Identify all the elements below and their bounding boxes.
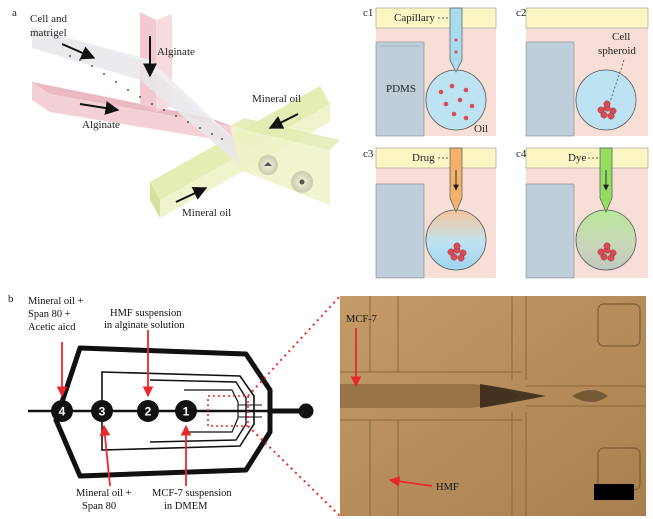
- label-mineral-oil-right: Mineral oil: [252, 93, 301, 105]
- label-mcf-susp-2: in DMEM: [164, 501, 208, 512]
- panel-c4: c4 Dye: [516, 147, 649, 279]
- panel-c: c1 Capillary PDMS Oil c2 Cell spheroid: [363, 7, 649, 279]
- label-mcf7: MCF-7: [346, 314, 377, 325]
- panel-c3-letter: c3: [363, 148, 374, 160]
- label-mineral-acetic-3: Acetic aicd: [28, 322, 76, 333]
- zoom-line-bottom: [247, 425, 341, 517]
- label-dye: Dye: [568, 152, 586, 164]
- cell-dots: [69, 55, 223, 140]
- spheroid-leader: [609, 59, 625, 103]
- svg-text:2: 2: [145, 405, 152, 419]
- outlet-channel: [230, 118, 340, 205]
- label-hmf: HMF: [436, 482, 459, 493]
- panel-a-letter: a: [12, 7, 17, 19]
- label-hmf-susp-1: HMF suspension: [110, 308, 182, 319]
- droplet-cell: [299, 179, 305, 185]
- micrograph: [340, 296, 646, 516]
- panel-c2-letter: c2: [516, 7, 526, 19]
- label-mcf-susp-1: MCF-7 suspension: [152, 488, 232, 499]
- label-drug: Drug: [412, 152, 435, 164]
- label-oil: Oil: [474, 123, 488, 135]
- droplet-cell: [264, 162, 272, 166]
- svg-text:4: 4: [59, 405, 66, 419]
- panel-c1-letter: c1: [363, 7, 373, 19]
- label-cell-matrigel-1: Cell and: [30, 13, 67, 25]
- label-mineral-acetic-2: Span 80 +: [28, 309, 71, 320]
- oil-bottom-arrow: [175, 186, 208, 203]
- panel-a: a: [12, 7, 340, 219]
- panel-c2: c2 Cell spheroid: [516, 7, 649, 137]
- label-mineral-span-1: Mineral oil +: [76, 488, 132, 499]
- label-alginate-top: Alginate: [157, 46, 195, 58]
- label-cell-matrigel-2: matrigel: [30, 27, 67, 39]
- svg-text:3: 3: [99, 405, 106, 419]
- label-mineral-oil-bottom: Mineral oil: [182, 207, 231, 219]
- arrow-inlet-3: [99, 424, 111, 487]
- cell-flow-arrow: [61, 43, 96, 60]
- label-pdms: PDMS: [386, 83, 416, 95]
- inlet-3: 3: [91, 400, 113, 422]
- panel-c4-letter: c4: [516, 148, 527, 160]
- inlet-4: 4: [51, 400, 73, 422]
- oil-right-arrow: [268, 113, 299, 129]
- arrow-hmf: [388, 476, 433, 487]
- label-capillary: Capillary: [394, 12, 435, 24]
- inlet-1: 1: [175, 400, 197, 422]
- inlet-2: 2: [137, 400, 159, 422]
- alginate-left-arrow: [79, 101, 120, 115]
- label-mineral-span-2: Span 80: [82, 501, 116, 512]
- svg-text:1: 1: [183, 405, 190, 419]
- label-cell: Cell: [612, 31, 630, 43]
- panel-c1: c1 Capillary PDMS Oil: [363, 7, 497, 137]
- zoom-box: [207, 395, 249, 427]
- cell-channel: [32, 28, 246, 170]
- panel-b-letter: b: [8, 293, 14, 305]
- label-mineral-acetic-1: Mineral oil +: [28, 296, 84, 307]
- scale-bar: [594, 484, 634, 500]
- label-alginate-left: Alginate: [82, 119, 120, 131]
- zoom-line-top: [247, 295, 341, 397]
- panel-b: b 4 3 2 1 Mineral oil + Span 80 +: [8, 293, 646, 517]
- label-hmf-susp-2: in alginate solution: [104, 320, 185, 331]
- panel-c3: c3 Drug: [363, 147, 497, 279]
- label-spheroid: spheroid: [598, 45, 636, 57]
